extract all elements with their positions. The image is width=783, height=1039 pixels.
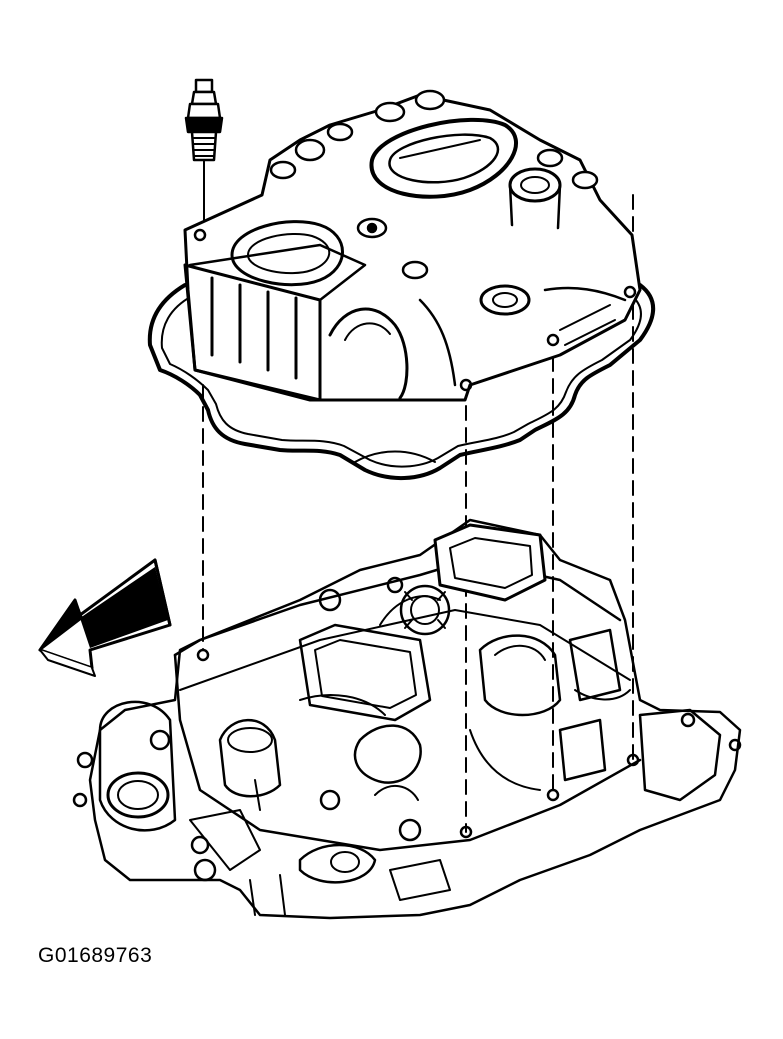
upper-intake-manifold	[183, 89, 642, 402]
front-direction-arrow-icon	[38, 558, 172, 677]
lower-intake-manifold	[72, 518, 742, 920]
bolt-icon	[184, 78, 224, 223]
figure-id-label: G01689763	[38, 944, 153, 967]
